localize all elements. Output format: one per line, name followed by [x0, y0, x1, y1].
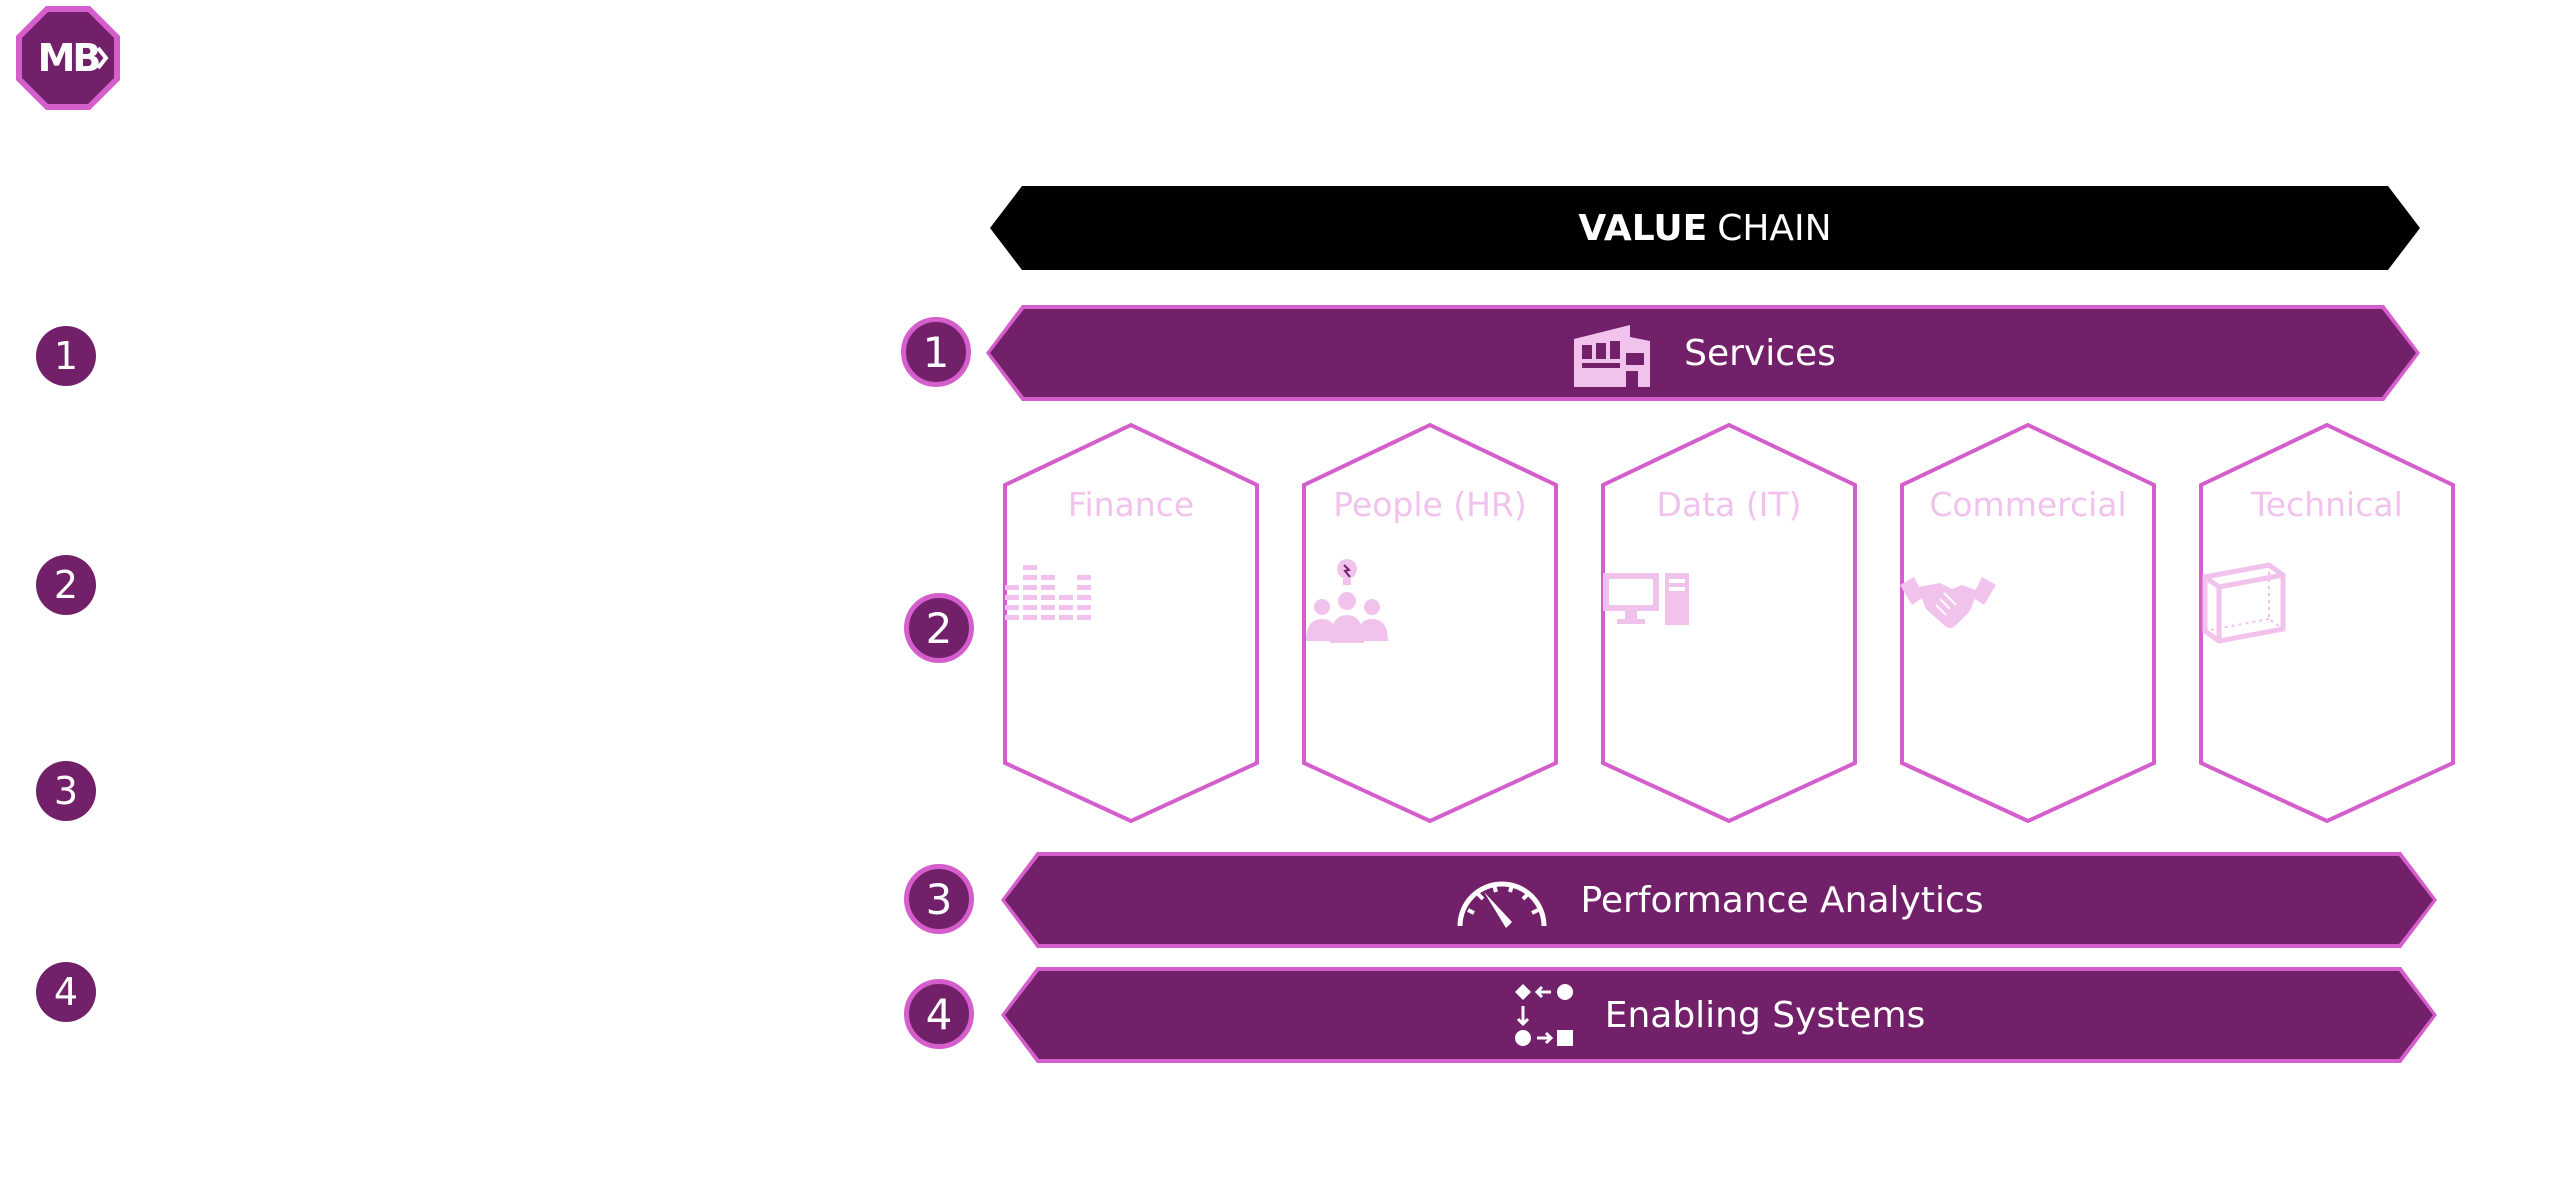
- pillar-technical: Technical: [2199, 423, 2455, 823]
- pillar-people: People (HR): [1302, 423, 1558, 823]
- diagram-number-3: 3: [904, 864, 974, 934]
- value-chain-header: VALUE CHAIN: [990, 186, 2420, 270]
- enabling-systems-label: Enabling Systems: [1604, 994, 1926, 1036]
- pillar-label: Commercial: [1929, 485, 2127, 524]
- left-marker-3: 3: [36, 761, 96, 821]
- flowchart-icon: [1513, 982, 1575, 1048]
- pillar-label: Technical: [2251, 485, 2403, 524]
- diagram-number-2: 2: [904, 593, 974, 663]
- left-marker-4: 4: [36, 962, 96, 1022]
- diagram-number-4: 4: [904, 979, 974, 1049]
- performance-analytics-label: Performance Analytics: [1580, 879, 1984, 921]
- header-bold: VALUE: [1578, 207, 1708, 249]
- services-label: Services: [1684, 332, 1836, 374]
- left-marker-1: 1: [36, 326, 96, 386]
- services-banner: Services: [986, 305, 2420, 401]
- logo-text: MB: [37, 36, 102, 80]
- pillar-label: People (HR): [1333, 485, 1527, 524]
- factory-icon: [1570, 319, 1654, 387]
- pillar-commercial: Commercial: [1900, 423, 2156, 823]
- header-rest: CHAIN: [1717, 207, 1832, 249]
- pillar-label: Finance: [1067, 485, 1195, 524]
- pillar-finance: Finance: [1003, 423, 1259, 823]
- pillar-label: Data (IT): [1656, 485, 1802, 524]
- gauge-icon: [1454, 870, 1550, 930]
- performance-analytics-banner: Performance Analytics: [1001, 852, 2437, 948]
- pillar-data: Data (IT): [1601, 423, 1857, 823]
- left-marker-2: 2: [36, 555, 96, 615]
- enabling-systems-banner: Enabling Systems: [1001, 967, 2437, 1063]
- logo: MB: [14, 4, 122, 112]
- diagram-number-1: 1: [901, 317, 971, 387]
